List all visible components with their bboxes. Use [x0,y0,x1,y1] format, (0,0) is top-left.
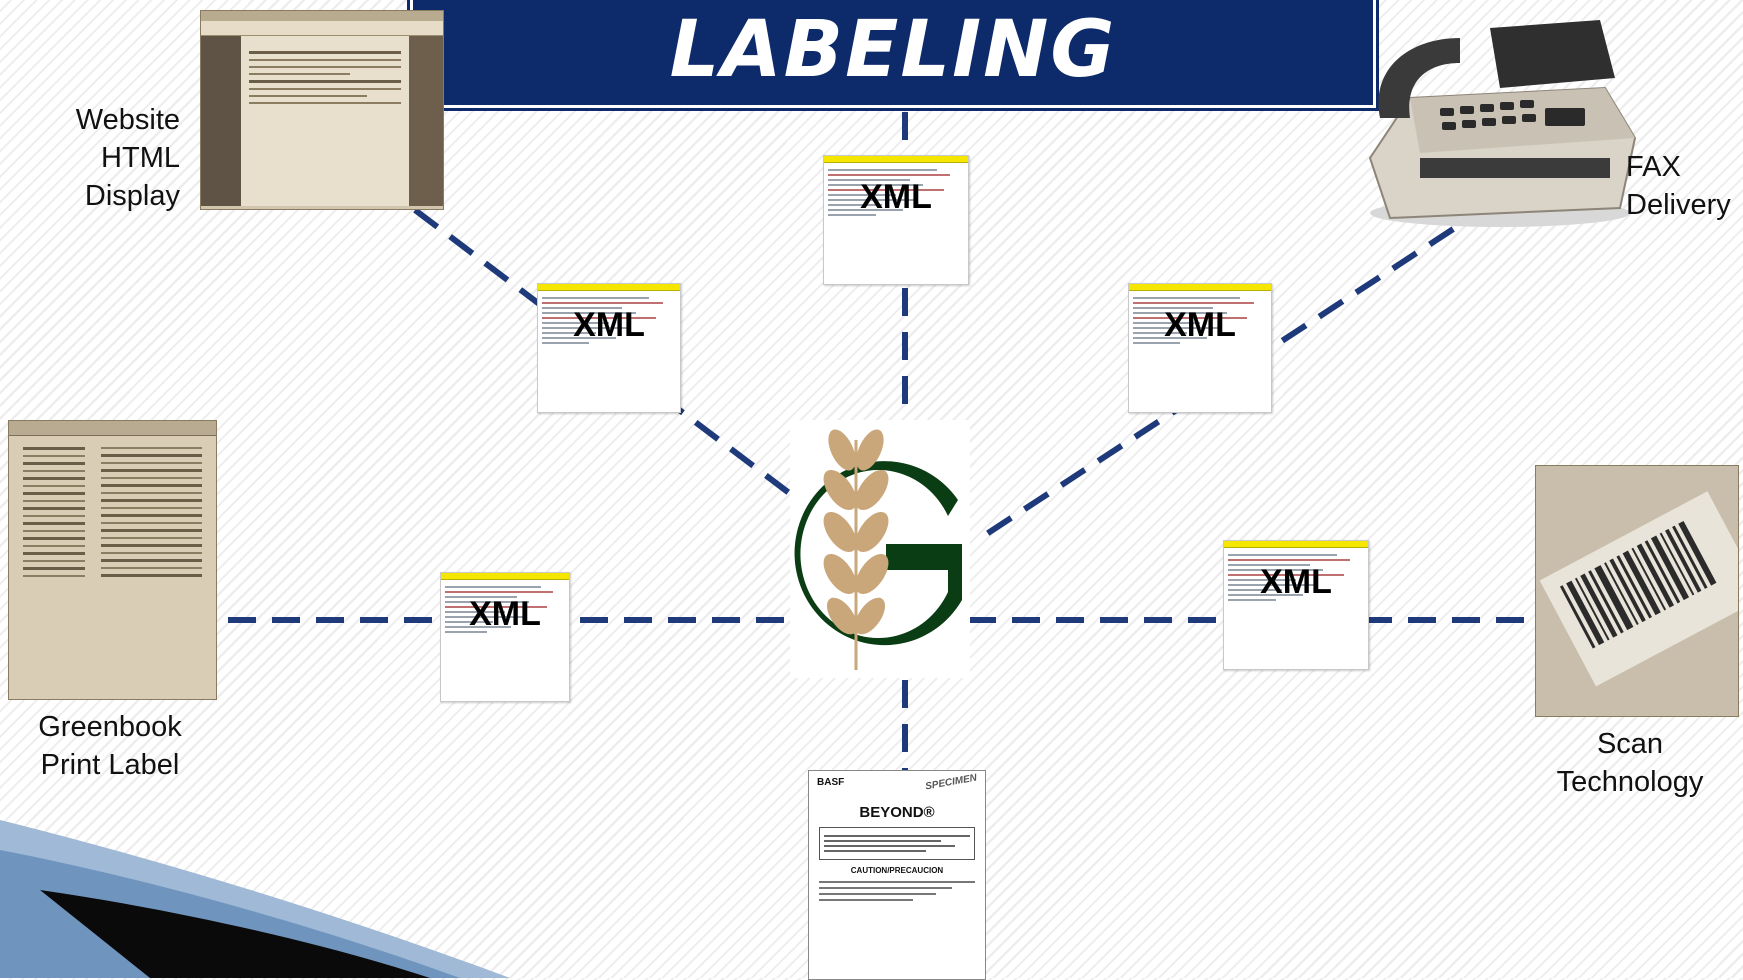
fax-label: FAX Delivery [1626,148,1743,224]
website-label-line3: Display [84,180,180,212]
website-label-line2: HTML [101,142,180,174]
xml-card-right: XML [1223,540,1369,670]
xml-label: XML [860,178,932,216]
greenbook-label-line2: Print Label [40,749,180,781]
fax-label-line2: Delivery [1626,189,1731,221]
fax-machine-icon [1368,20,1637,227]
scan-label: Scan Technology [1535,725,1725,801]
barcode-scan-image [1535,465,1739,717]
xml-card-left: XML [440,572,570,702]
xml-label: XML [1260,563,1332,601]
xml-label: XML [1164,306,1236,344]
website-label: Website HTML Display [40,101,180,215]
specimen-label-document: BASF SPECIMEN BEYOND® CAUTION/PRECAUCION [808,770,986,980]
document-warning: CAUTION/PRECAUCION [850,866,944,875]
website-screenshot [200,10,444,210]
title-banner: LABELING [410,0,1376,108]
barcode-icon [1536,466,1738,716]
page-title: LABELING [669,5,1117,95]
hub-logo [790,420,970,678]
greenbook-label: Greenbook Print Label [0,708,220,784]
xml-card-upper-right: XML [1128,283,1272,413]
website-label-line1: Website [75,104,180,136]
connector-upper-right [983,202,1492,538]
scan-label-line2: Technology [1556,766,1704,798]
document-stamp: SPECIMEN [924,772,978,793]
xml-card-top: XML [823,155,969,285]
fax-label-line1: FAX [1626,151,1681,183]
xml-label: XML [469,595,541,633]
xml-card-upper-left: XML [537,283,681,413]
wheat-g-logo-icon [794,429,962,670]
document-product-name: BEYOND® [859,804,935,821]
xml-label: XML [573,306,645,344]
scan-label-line1: Scan [1596,728,1664,760]
document-brand: BASF [817,777,845,788]
decorative-swoosh [0,820,510,978]
greenbook-print-label-image [8,420,217,700]
greenbook-label-line1: Greenbook [38,711,182,743]
